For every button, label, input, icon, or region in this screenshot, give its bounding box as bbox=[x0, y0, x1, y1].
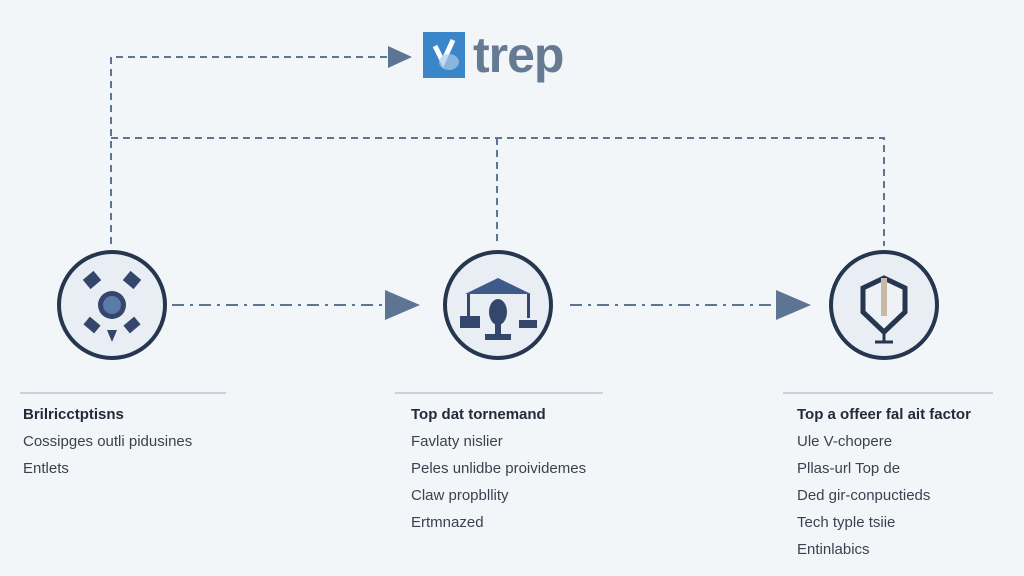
list-item: Ule V-chopere bbox=[797, 433, 893, 450]
list-item: Ertmnazed bbox=[411, 514, 484, 531]
node-shield bbox=[829, 250, 939, 360]
arrow-head-3 bbox=[776, 290, 811, 320]
list-item: Favlaty nislier bbox=[411, 433, 503, 450]
column-title: Top a offeer fal ait factor bbox=[797, 406, 971, 423]
network-icon bbox=[82, 270, 142, 342]
divider bbox=[20, 392, 226, 394]
column-title: Top dat tornemand bbox=[411, 406, 546, 423]
node-network bbox=[57, 250, 167, 360]
column-2: Top dat tornemand Favlaty nislier Peles … bbox=[395, 392, 603, 531]
list-item: Peles unlidbe proividemes bbox=[411, 460, 587, 477]
logo-check-icon bbox=[423, 32, 465, 78]
list-item: Claw propbllity bbox=[411, 487, 509, 504]
list-item: Entlets bbox=[23, 460, 69, 477]
column-3: Top a offeer fal ait factor Ule V-choper… bbox=[783, 392, 993, 558]
list-item: Entinlabics bbox=[797, 541, 870, 558]
arrow-head-logo bbox=[388, 46, 412, 68]
column-1: Brilricctptisns Cossipges outli pidusine… bbox=[20, 392, 226, 477]
logo: trep bbox=[423, 27, 564, 83]
list-item: Tech typle tsiie bbox=[797, 514, 896, 531]
divider bbox=[395, 392, 603, 394]
connector-top-bus bbox=[111, 137, 885, 246]
list-item: Pllas-url Top de bbox=[797, 460, 901, 477]
divider bbox=[783, 392, 993, 394]
column-title: Brilricctptisns bbox=[23, 406, 124, 423]
node-crane bbox=[443, 250, 553, 360]
logo-text: trep bbox=[473, 27, 564, 83]
connector-to-logo bbox=[110, 56, 392, 244]
list-item: Ded gir-conpuctieds bbox=[797, 487, 931, 504]
crane-icon bbox=[460, 278, 537, 340]
list-item: Cossipges outli pidusines bbox=[23, 433, 193, 450]
arrow-head-2 bbox=[385, 290, 420, 320]
shield-icon bbox=[860, 275, 908, 344]
